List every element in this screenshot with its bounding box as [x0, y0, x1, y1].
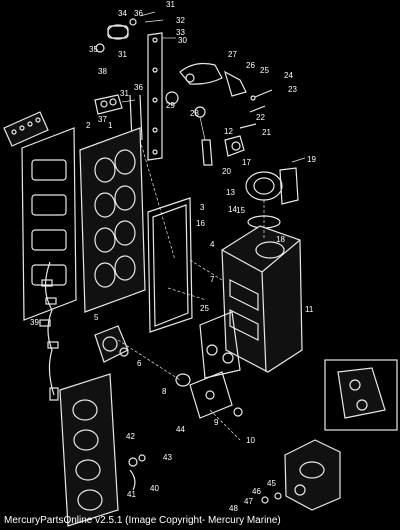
- lower-housing: [261, 439, 341, 511]
- small-fittings: [128, 454, 146, 491]
- callout-label: 6: [137, 359, 142, 368]
- callout-label: 31: [118, 50, 127, 59]
- callout-label: 24: [284, 71, 293, 80]
- callout-label: 34: [118, 9, 127, 18]
- pump-module: [94, 325, 129, 363]
- callout-label: 12: [224, 127, 233, 136]
- callout-label: 16: [196, 219, 205, 228]
- callout-label: 28: [190, 109, 199, 118]
- thin-gasket: [147, 197, 193, 333]
- callout-label: 41: [127, 490, 136, 499]
- callout-label: 15: [236, 206, 245, 215]
- callout-label: 30: [178, 36, 187, 45]
- vertical-rail: [147, 32, 176, 161]
- callout-label: 44: [176, 425, 185, 434]
- callout-label: 38: [98, 67, 107, 76]
- callout-label: 47: [244, 497, 253, 506]
- callout-label: 10: [246, 436, 255, 445]
- cylinder-block: [59, 373, 119, 527]
- callout-label: 23: [288, 85, 297, 94]
- copyright-caption: MercuryPartsOnline v2.5.1 (Image Copyrig…: [4, 515, 281, 526]
- throttle-body: [245, 157, 306, 229]
- callout-label: 13: [226, 188, 235, 197]
- callout-label: 8: [162, 387, 167, 396]
- callout-label: 9: [214, 418, 219, 427]
- sensor-block: [94, 94, 143, 141]
- callout-label: 20: [222, 167, 231, 176]
- callout-label: 18: [276, 235, 285, 244]
- callout-label: 31: [120, 89, 129, 98]
- callout-label: 43: [163, 453, 172, 462]
- wiring-harness: [39, 261, 59, 401]
- callout-label: 21: [262, 128, 271, 137]
- callout-label: 4: [210, 240, 215, 249]
- air-box: [199, 225, 303, 379]
- callout-label: 3: [200, 203, 205, 212]
- callout-label: 33: [176, 28, 185, 37]
- assembly-leads: [117, 139, 265, 441]
- callout-label: 7: [210, 275, 215, 284]
- callout-label: 37: [98, 115, 107, 124]
- callout-label: 45: [267, 479, 276, 488]
- manifold-plate: [79, 127, 146, 313]
- callout-label: 31: [166, 0, 175, 9]
- callout-label: 29: [166, 101, 175, 110]
- callout-label: 48: [229, 504, 238, 513]
- callout-label: 46: [252, 487, 261, 496]
- callout-labels: 1 2 3 4 5 6 7 8 9 10 11 12 13 14 15 16 1…: [30, 0, 316, 513]
- detail-inset: [324, 359, 398, 431]
- callout-label: 14: [228, 205, 237, 214]
- callout-label: 32: [176, 16, 185, 25]
- callout-label: 5: [94, 313, 99, 322]
- reed-block: [3, 111, 49, 147]
- callout-label: 36: [134, 83, 143, 92]
- callout-label: 25: [260, 66, 269, 75]
- callout-label: 36: [134, 9, 143, 18]
- callout-label: 19: [307, 155, 316, 164]
- callout-label: 17: [242, 158, 251, 167]
- callout-label: 39: [30, 318, 39, 327]
- callout-label: 25: [200, 304, 209, 313]
- mount-bracket: [175, 371, 243, 419]
- sensor-assembly: [95, 11, 164, 53]
- callout-label: 27: [228, 50, 237, 59]
- callout-label: 26: [246, 61, 255, 70]
- callout-label: 2: [86, 121, 91, 130]
- callout-label: 40: [150, 484, 159, 493]
- callout-label: 22: [256, 113, 265, 122]
- bracket-assembly: [165, 62, 247, 166]
- callout-label: 1: [108, 121, 113, 130]
- callout-label: 42: [126, 432, 135, 441]
- gasket-plate: [21, 127, 77, 321]
- callout-label: 35: [89, 45, 98, 54]
- bolts-right: [224, 89, 273, 157]
- callout-label: 11: [305, 305, 314, 314]
